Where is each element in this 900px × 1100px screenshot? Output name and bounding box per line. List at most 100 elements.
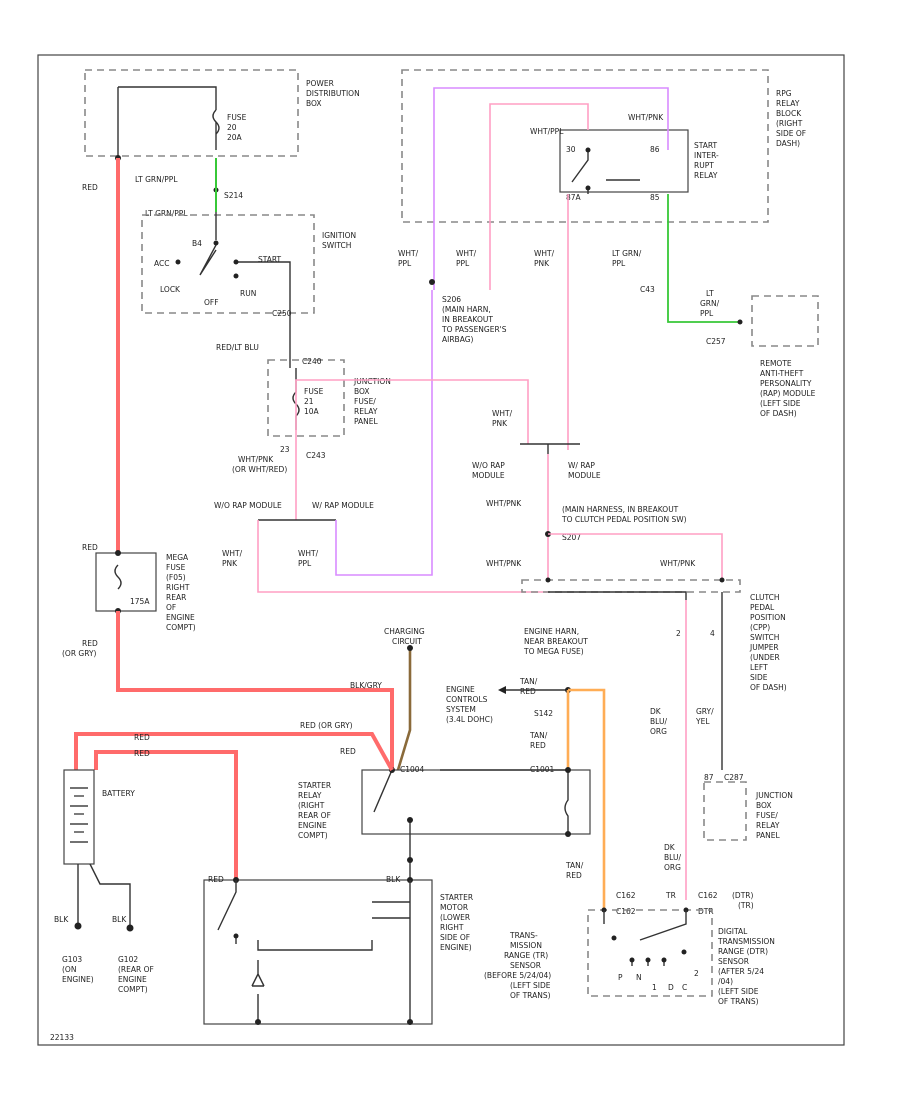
battery-cells (70, 787, 88, 843)
mega-fuse-symbol (114, 564, 122, 590)
red-top-mega-label: RED (82, 543, 98, 552)
s142-label: S142 (534, 709, 553, 718)
starter-motor-box (203, 879, 433, 1025)
b4-label: B4 (192, 239, 202, 248)
ecs-arrow-head (498, 686, 506, 694)
tr-label: TR (665, 891, 676, 900)
power-distribution-box (84, 69, 299, 157)
lock-label: LOCK (160, 285, 181, 294)
mega-fuse-box (95, 552, 157, 612)
relay-87a-label: 87A (566, 193, 582, 202)
orange-wire-b (568, 688, 606, 910)
pink-relay-wire (489, 103, 589, 290)
tr-term-p: P (618, 973, 623, 982)
blk-c-label: BLK (386, 875, 401, 884)
tr-term-d: D (668, 983, 674, 992)
start-interrupt-relay-box (559, 129, 689, 193)
wht-pnk-c-label: WHT/PNK (492, 409, 513, 428)
c240-label: C240 (302, 357, 322, 366)
relay-86-label: 86 (650, 145, 660, 154)
cpp-4-label: 4 (710, 629, 715, 638)
tr-term-1: 1 (652, 983, 657, 992)
s206-dot (429, 279, 435, 285)
rpg-relay-block (401, 69, 769, 223)
c250-label: C250 (272, 309, 292, 318)
tr-term-n: N (636, 973, 642, 982)
green-relay-85-wire (667, 194, 740, 323)
wht-pnk-top-label: WHT/PNK (628, 113, 664, 122)
diagram-frame (37, 54, 845, 1046)
lt-grn-ppl-label: LT GRN/PPL (135, 175, 178, 184)
wht-pnk-e-label: WHT/PNK (486, 559, 522, 568)
start-relay-contacts (571, 150, 640, 194)
wht-ppl-b-label: WHT/PPL (398, 249, 419, 268)
starter-motor-dot (255, 1019, 261, 1025)
ignition-switch-contacts (199, 212, 291, 300)
starter-relay-dot (565, 767, 571, 773)
wht-ppl-a-label: WHT/PPL (298, 549, 319, 568)
brown-charging-wire (396, 648, 412, 771)
pink-loop-wire (295, 379, 529, 444)
relay-contact-dot (585, 185, 591, 191)
ignition-switch-box (141, 214, 315, 314)
red-mega-to-relay (116, 611, 394, 768)
tr-switch-contacts (603, 910, 687, 966)
starter-motor-internal (217, 880, 411, 1024)
blk-gry-label: BLK/GRY (350, 681, 382, 690)
wht-pnk-f-label: WHT/PNK (660, 559, 696, 568)
s207-label: S207 (562, 533, 581, 542)
off-label: OFF (204, 298, 219, 307)
dtr-label: (DTR)(TR) (732, 891, 754, 910)
charging-dot (407, 645, 413, 651)
wht-ppl-c-label: WHT/PPL (456, 249, 477, 268)
junction-box-1 (267, 359, 345, 437)
f05-175a-label: 175A (130, 597, 150, 606)
tr-contact-dots (611, 935, 687, 963)
fuse-20-symbol (212, 109, 220, 135)
dtr-b-label: DTR (698, 907, 714, 916)
battery-box (63, 769, 95, 865)
s214-label: S214 (224, 191, 243, 200)
w-rap-module-1-label: W/ RAP MODULE (312, 501, 374, 510)
cpp-2-label: 2 (676, 629, 681, 638)
tr-sensor-box (587, 909, 713, 997)
battery-ground-wires (77, 863, 131, 926)
c243-label: C243 (306, 451, 326, 460)
num-87-label: 87 (704, 773, 714, 782)
acc-label: ACC (154, 259, 169, 268)
c1004-label: C1004 (400, 765, 425, 774)
tan-red-c-label: TAN/RED (565, 861, 584, 880)
c162-b-label: C162 (616, 907, 636, 916)
page-code: 22133 (50, 1033, 74, 1042)
starter-relay-contacts (373, 769, 569, 880)
tan-red-b-label: TAN/RED (529, 731, 548, 750)
red-or-grn-b-label: RED (OR GRY) (300, 721, 353, 730)
lt-grn-ppl-3-label: LT GRN/PPL (612, 249, 642, 268)
junction-box-2 (703, 781, 747, 841)
c257-label: C257 (706, 337, 726, 346)
c287-label: C287 (724, 773, 744, 782)
rap-option-bracket (520, 443, 580, 454)
wht-pnk-a-label: WHT/PNK (222, 549, 243, 568)
